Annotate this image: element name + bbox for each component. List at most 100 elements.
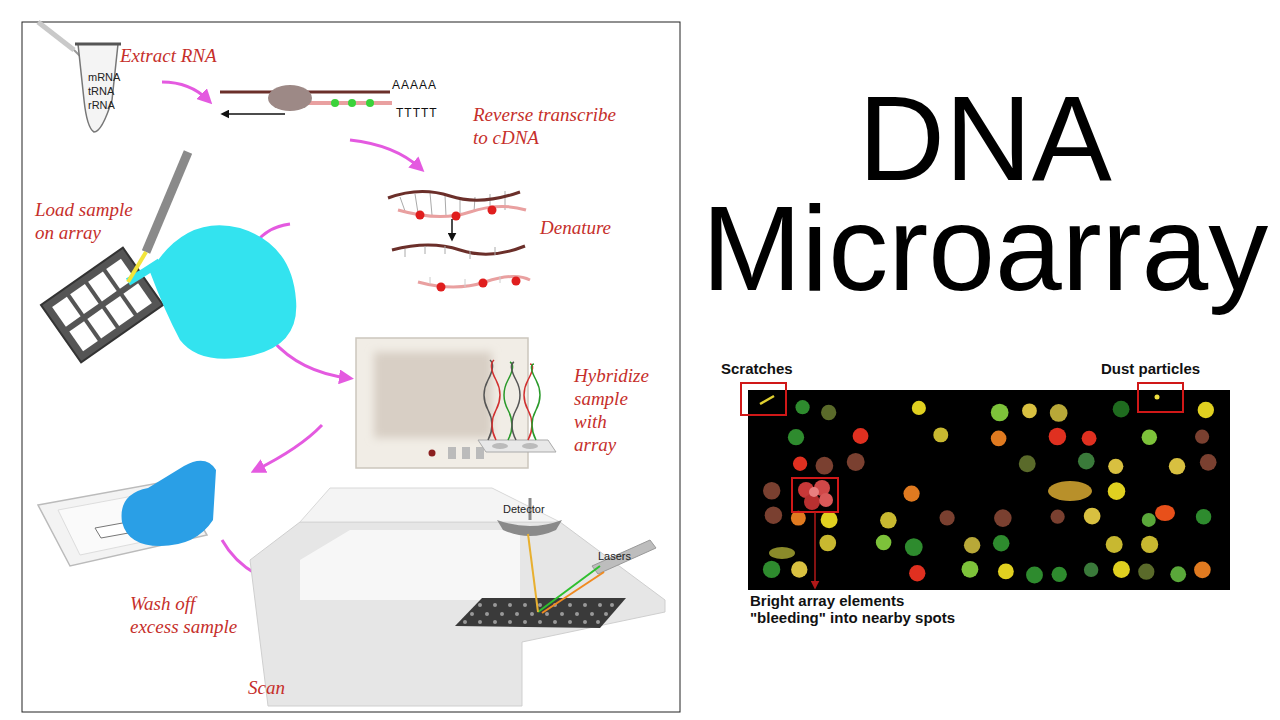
smear-artifact (1048, 481, 1092, 501)
spot (765, 506, 783, 524)
rna-type: mRNA (88, 71, 128, 84)
spot (912, 401, 926, 415)
spot (964, 537, 980, 553)
spot (1141, 536, 1158, 553)
step-label: Denature (540, 216, 650, 239)
bleeding-spot (798, 480, 833, 510)
spot (793, 457, 807, 471)
step-label: Wash off excess sample (130, 592, 243, 638)
spot (791, 561, 807, 577)
spot (853, 428, 869, 444)
laser-beam (538, 566, 600, 612)
oligo-dt-primer: TTTTT (396, 106, 466, 120)
callout-box (1138, 383, 1183, 412)
spot (1155, 505, 1175, 521)
step-label: Load sample on array (35, 198, 143, 244)
step-arrow (162, 82, 208, 100)
step-arrow (350, 140, 420, 168)
array-plate (455, 598, 626, 628)
tube-rim (75, 43, 121, 46)
spot (816, 457, 834, 475)
spot-grid (763, 400, 1217, 583)
microarray-scan (748, 390, 1230, 590)
hybridization-oven (356, 338, 528, 468)
pipette (38, 22, 74, 50)
spot (1169, 458, 1185, 474)
spot (821, 511, 838, 528)
spot (819, 535, 836, 552)
part-label: Lasers (598, 550, 658, 563)
spot (1194, 562, 1211, 579)
part-label: Detector (503, 503, 573, 516)
step-label: Hybridize sample with array (574, 364, 646, 456)
spot (994, 509, 1012, 527)
leader-line (814, 512, 816, 586)
spot (1142, 430, 1157, 445)
spot (1196, 509, 1211, 524)
step-arrow (256, 425, 322, 470)
spot (903, 486, 919, 502)
spot (933, 427, 948, 442)
detector (497, 520, 562, 536)
spot (1195, 430, 1209, 444)
spot (909, 565, 925, 581)
spot (847, 453, 865, 471)
smear-artifact (769, 547, 795, 559)
spot (1026, 567, 1043, 584)
oven-button (476, 447, 484, 459)
spot (876, 535, 892, 551)
step-arrow (272, 340, 348, 378)
spot (991, 431, 1007, 447)
spot (1170, 566, 1186, 582)
poly-a-tail: AAAAA (392, 78, 462, 92)
spot (1200, 454, 1217, 471)
emission-beam (528, 534, 538, 612)
spot (821, 405, 836, 420)
panel-border (22, 22, 680, 712)
dust-particle (1155, 395, 1160, 400)
scanner-body (250, 522, 665, 706)
spot (880, 512, 897, 529)
spot (1019, 455, 1036, 472)
spot (1108, 482, 1126, 500)
denature-arrow (451, 219, 453, 238)
spot (763, 561, 780, 578)
spot (1049, 428, 1067, 446)
callout-box (741, 383, 786, 415)
spot (993, 535, 1010, 552)
nucleotide (366, 99, 374, 107)
spot (763, 482, 780, 499)
nucleotide (331, 99, 339, 107)
direction-arrow (224, 113, 285, 115)
cdna-duplex (388, 191, 526, 221)
spot (991, 404, 1009, 422)
spot (1022, 403, 1037, 418)
spot (1113, 401, 1130, 418)
plate-spots (463, 603, 614, 624)
step-label: Reverse transcribe to cDNA (473, 103, 625, 149)
microarray-slide (41, 248, 163, 363)
laser-beam (542, 572, 604, 613)
rna-type: rRNA (88, 99, 128, 112)
spot (962, 561, 979, 578)
spot (1108, 459, 1123, 474)
artifact-label: Scratches (721, 360, 831, 377)
artifact-label: Dust particles (1101, 360, 1241, 377)
spot (1050, 404, 1068, 422)
scratch (760, 396, 774, 404)
oven-button (448, 447, 456, 459)
oven-knob (429, 450, 436, 457)
rna-type: tRNA (88, 85, 128, 98)
pipette-tip (128, 252, 146, 282)
spot (1138, 564, 1154, 580)
spot (1198, 402, 1214, 418)
gloved-hand (122, 461, 216, 546)
spot (1051, 510, 1065, 524)
spot (939, 510, 954, 525)
spot (1052, 567, 1067, 582)
hybridization-rack (478, 360, 556, 452)
step-label: Extract RNA (120, 44, 280, 67)
page-title: DNA Microarray (690, 83, 1280, 303)
sample-fluid (150, 225, 296, 359)
